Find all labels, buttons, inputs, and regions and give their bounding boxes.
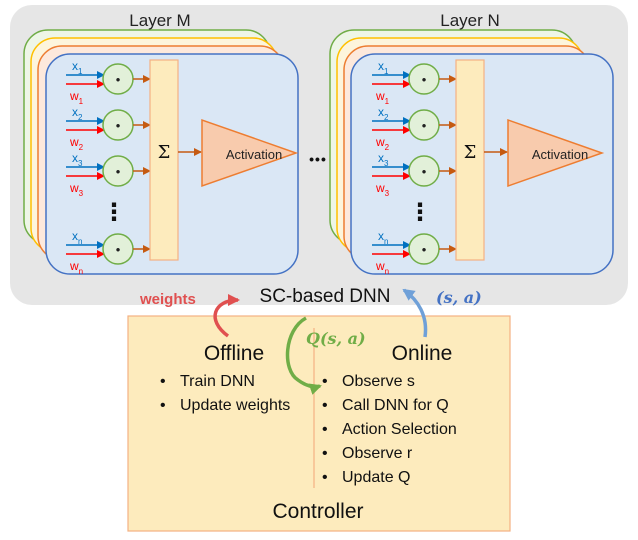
state-action-label: (s, a) — [436, 288, 482, 307]
bullet: • — [322, 445, 328, 462]
weights-label: weights — [139, 291, 196, 308]
x1-label: x1 — [378, 59, 389, 76]
layer-m-stack — [23, 29, 299, 275]
w2-label: w2 — [375, 135, 390, 152]
online-item-action-selection: Action Selection — [342, 421, 457, 438]
layer-m-labels: x1 w1 x2 w2 x3 w3 xn wn • • • • ⋮ Σ Acti… — [69, 59, 282, 276]
sum-symbol: Σ — [158, 142, 171, 163]
activation-label: Activation — [226, 147, 282, 162]
dot-symbol-3: • — [116, 164, 121, 179]
state-action-arrow — [402, 288, 428, 338]
q-value-arrow — [285, 316, 322, 395]
dot-symbol-2: • — [116, 118, 121, 133]
w3-label: w3 — [69, 181, 84, 198]
w3-label: w3 — [375, 181, 390, 198]
layer-ellipsis: ••• — [309, 151, 327, 167]
sum-symbol: Σ — [464, 142, 477, 163]
online-item-observe-s: Observe s — [342, 373, 415, 390]
online-item-call-dnn: Call DNN for Q — [342, 397, 449, 414]
online-item-update-q: Update Q — [342, 469, 410, 486]
bullet: • — [322, 421, 328, 438]
layer-n-stack — [329, 29, 614, 275]
online-item-observe-r: Observe r — [342, 445, 413, 462]
controller-title: Controller — [272, 500, 363, 523]
dot-symbol-n: • — [116, 242, 121, 257]
w2-label: w2 — [69, 135, 84, 152]
dot-symbol-2: • — [422, 118, 427, 133]
layer-n-labels: x1 w1 x2 w2 x3 w3 xn wn • • • • ⋮ Σ Acti… — [375, 59, 588, 276]
vertical-ellipsis: ⋮ — [408, 199, 432, 226]
bullet: • — [322, 373, 328, 390]
dot-symbol-n: • — [422, 242, 427, 257]
dot-symbol-1: • — [116, 72, 121, 87]
xn-label: xn — [72, 229, 82, 246]
x2-label: x2 — [72, 105, 83, 122]
x3-label: x3 — [72, 151, 83, 168]
sc-dnn-label: SC-based DNN — [260, 286, 391, 307]
dot-symbol-3: • — [422, 164, 427, 179]
offline-title: Offline — [204, 342, 264, 365]
offline-list: • Train DNN • Update weights — [160, 373, 290, 414]
dot-symbol-1: • — [422, 72, 427, 87]
bullet: • — [160, 373, 166, 390]
vertical-ellipsis: ⋮ — [102, 199, 126, 226]
xn-label: xn — [378, 229, 388, 246]
offline-item-train: Train DNN — [180, 373, 255, 390]
q-value-label: Q(s, a) — [306, 329, 366, 348]
bullet: • — [160, 397, 166, 414]
offline-item-update-weights: Update weights — [180, 397, 290, 414]
activation-label: Activation — [532, 147, 588, 162]
online-title: Online — [392, 342, 453, 365]
x1-label: x1 — [72, 59, 83, 76]
x2-label: x2 — [378, 105, 389, 122]
online-list: • Observe s • Call DNN for Q • Action Se… — [322, 373, 457, 486]
x3-label: x3 — [378, 151, 389, 168]
layer-n-title: Layer N — [440, 11, 500, 30]
w1-label: w1 — [69, 89, 84, 106]
bullet: • — [322, 397, 328, 414]
w1-label: w1 — [375, 89, 390, 106]
weights-arrow — [213, 294, 240, 338]
wn-label: wn — [375, 259, 389, 276]
layer-m-title: Layer M — [129, 11, 190, 30]
controller-box — [127, 315, 511, 532]
wn-label: wn — [69, 259, 83, 276]
bullet: • — [322, 469, 328, 486]
